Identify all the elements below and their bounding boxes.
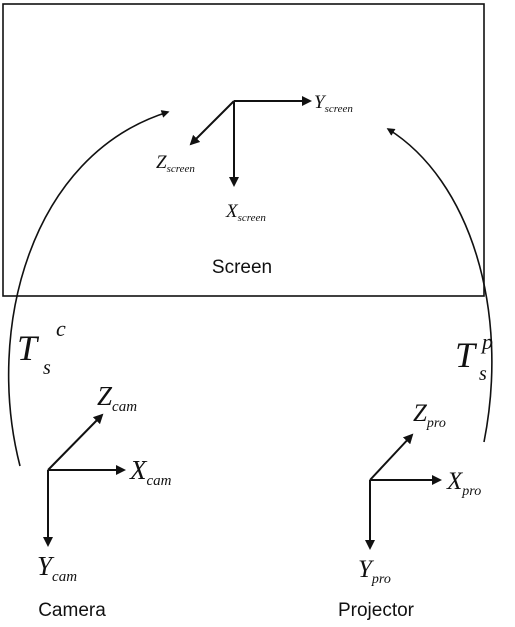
screen-rectangle xyxy=(2,3,485,297)
projector-y-label: Ypro xyxy=(358,556,391,587)
projector-caption: Projector xyxy=(338,600,415,621)
projector-z-axis xyxy=(369,433,414,481)
camera-to-screen-arrow xyxy=(7,110,170,467)
camera-x-label: Xcam xyxy=(129,455,172,489)
camera-frame: Zcam Xcam Ycam xyxy=(37,381,172,585)
camera-z-label: Zcam xyxy=(97,381,137,415)
projector-transform-label: T xyxy=(455,335,478,375)
screen-y-label: Yscreen xyxy=(314,92,353,115)
camera-z-axis xyxy=(47,413,104,471)
screen-frame: Yscreen Zscreen Xscreen xyxy=(156,92,353,224)
screen-z-axis xyxy=(189,100,235,146)
projector-x-label: Xpro xyxy=(446,468,481,499)
screen-caption: Screen xyxy=(212,257,272,278)
projector-transform-sub: s xyxy=(479,363,487,385)
projector-to-screen-arrow xyxy=(386,128,493,443)
projector-transform-sup: p xyxy=(480,329,493,354)
camera-transform-label: T xyxy=(17,328,40,368)
projector-z-label: Zpro xyxy=(413,400,446,431)
camera-y-label: Ycam xyxy=(37,551,77,585)
camera-caption: Camera xyxy=(38,600,106,621)
screen-x-label: Xscreen xyxy=(225,201,266,224)
camera-transform-sub: s xyxy=(43,357,51,379)
camera-transform-sup: c xyxy=(56,316,66,341)
projector-frame: Zpro Xpro Ypro xyxy=(358,400,481,587)
screen-z-label: Zscreen xyxy=(156,152,195,175)
